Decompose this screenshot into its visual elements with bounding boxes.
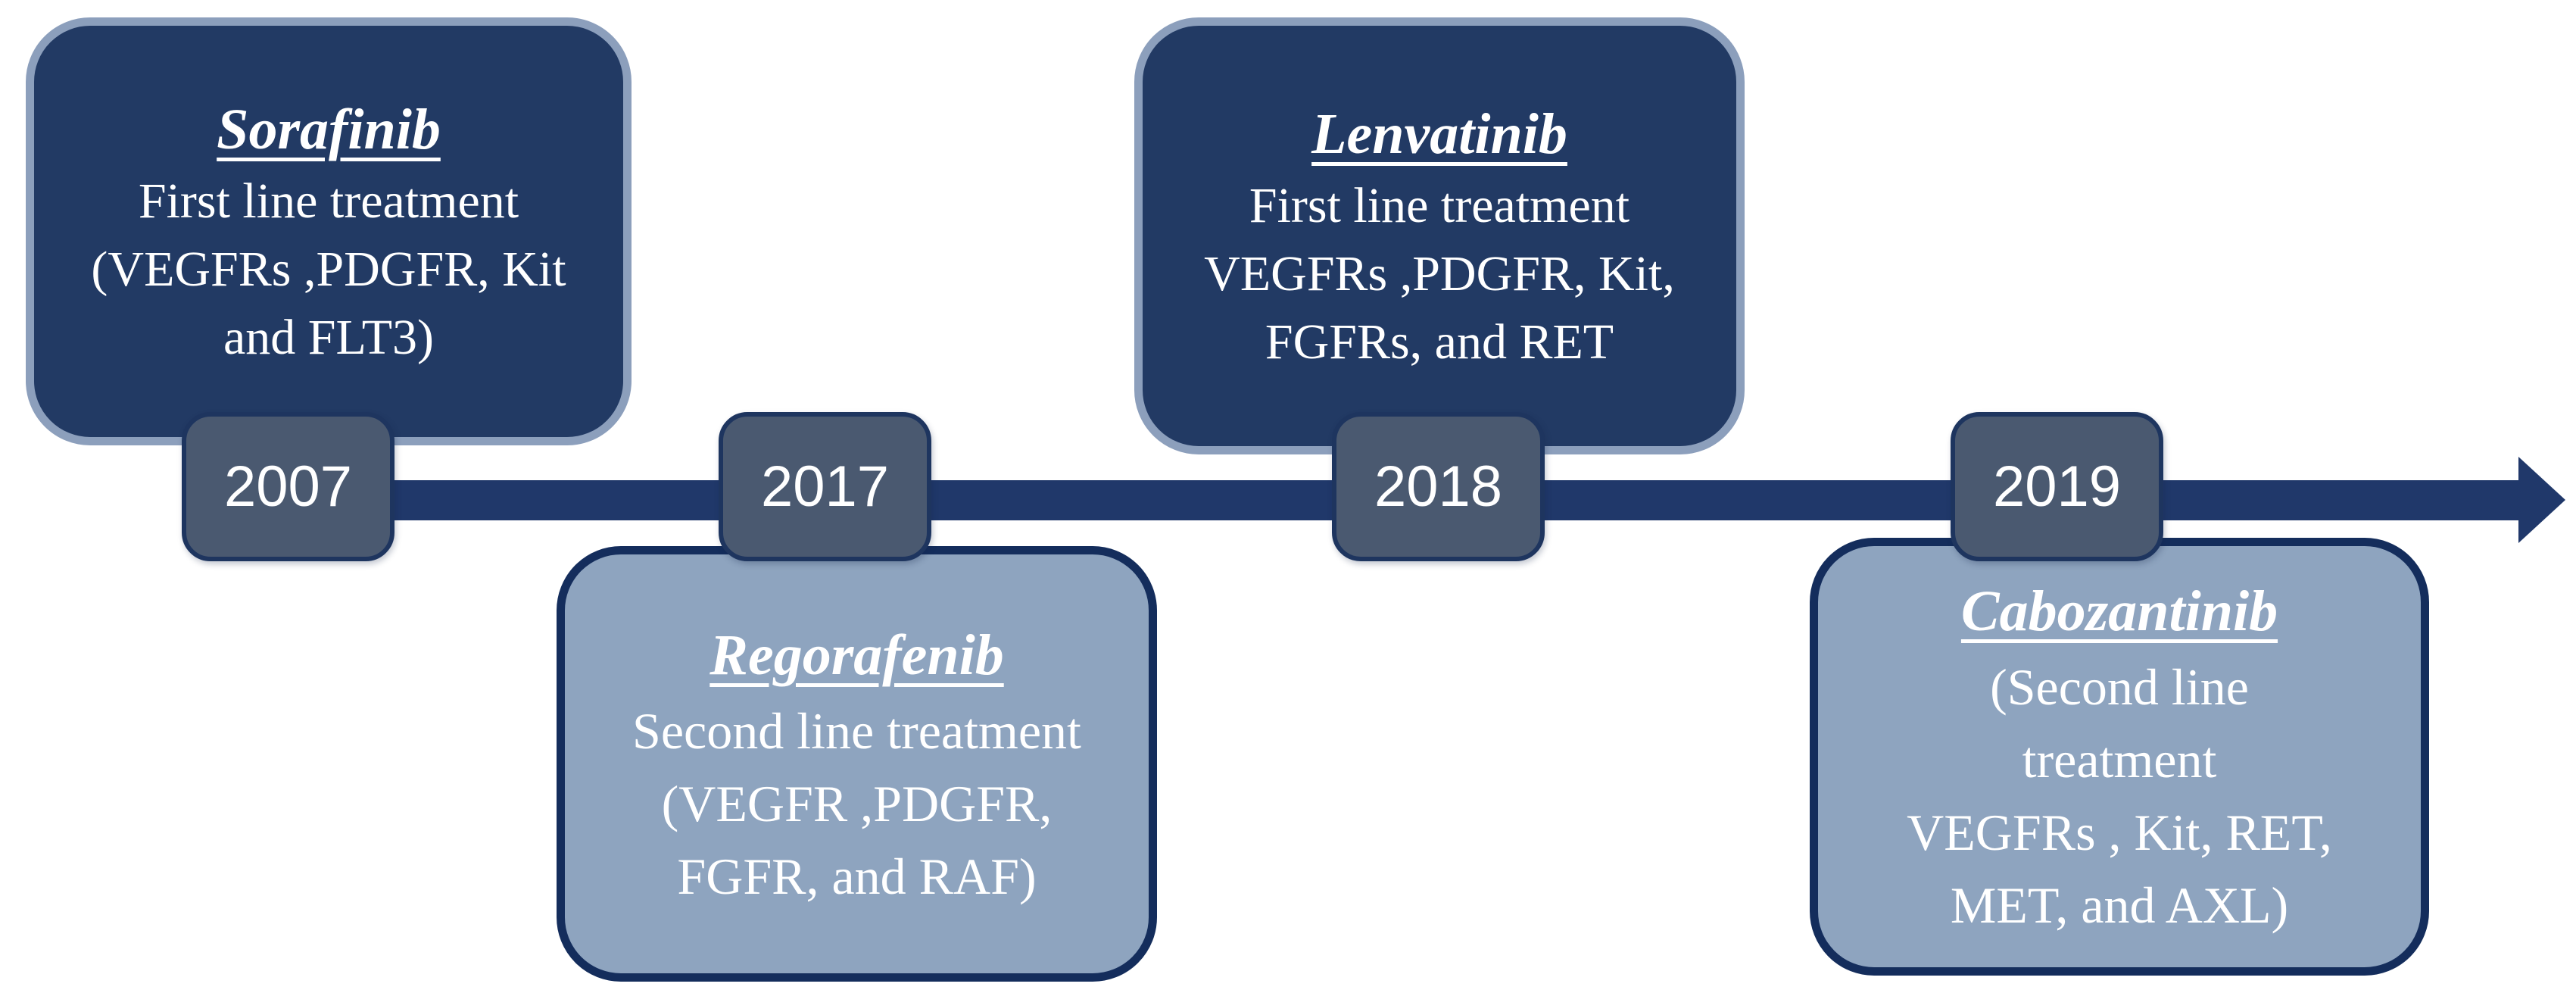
targets-line: VEGFRs ,PDGFR, Kit,	[1204, 245, 1675, 301]
drug-name: Lenvatinib	[1311, 101, 1567, 166]
targets-line: VEGFRs , Kit, RET,	[1907, 804, 2332, 861]
year-marker-2007: 2007	[182, 412, 395, 561]
year-marker-2019: 2019	[1951, 412, 2163, 561]
timeline-arrow-head-icon	[2518, 457, 2565, 543]
targets-line: (VEGFR ,PDGFR,	[661, 774, 1053, 832]
treatment-line: Second line treatment	[632, 701, 1081, 760]
treatment-line: First line treatment	[138, 173, 519, 229]
event-box-cabozantinib: Cabozantinib (Second line treatment VEGF…	[1810, 538, 2429, 976]
event-box-sorafinib: Sorafinib First line treatment (VEGFRs ,…	[26, 17, 632, 445]
drug-name: Regorafenib	[709, 623, 1004, 687]
drug-name: Cabozantinib	[1960, 579, 2278, 643]
targets-line: (VEGFRs ,PDGFR, Kit	[91, 241, 566, 297]
year-marker-2018: 2018	[1332, 412, 1545, 561]
targets-line: MET, and AXL)	[1950, 876, 2289, 934]
targets-line: and FLT3)	[223, 309, 435, 365]
treatment-line: treatment	[2022, 731, 2217, 788]
event-box-regorafenib: Regorafenib Second line treatment (VEGFR…	[557, 546, 1157, 982]
year-marker-2017: 2017	[719, 412, 931, 561]
targets-line: FGFR, and RAF)	[677, 847, 1037, 905]
event-box-lenvatinib: Lenvatinib First line treatment VEGFRs ,…	[1134, 17, 1745, 454]
treatment-line: (Second line	[1990, 658, 2249, 716]
targets-line: FGFRs, and RET	[1265, 314, 1614, 370]
drug-name: Sorafinib	[217, 97, 441, 161]
treatment-line: First line treatment	[1249, 177, 1630, 233]
